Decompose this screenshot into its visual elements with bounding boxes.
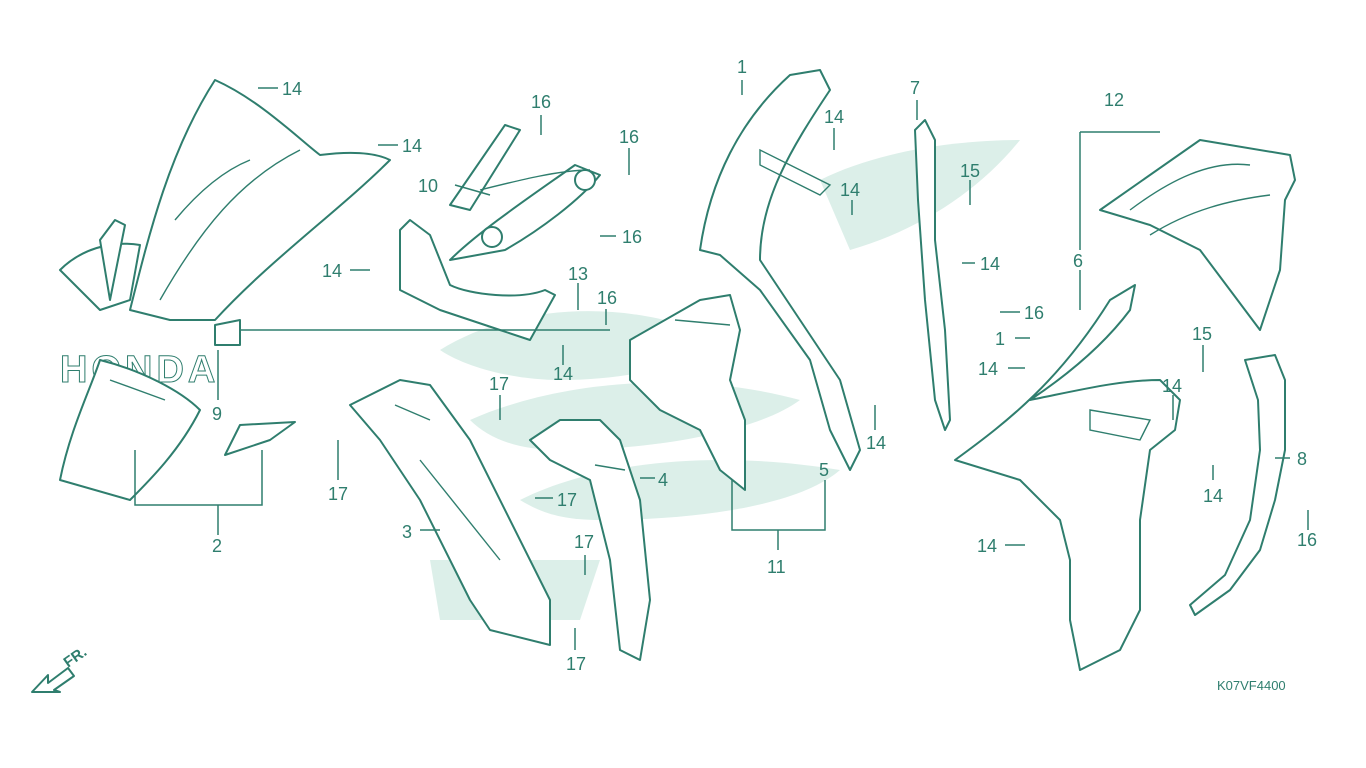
vertical-stay-part [914,119,951,431]
callout-label: 17 [566,654,586,674]
callout-label: 14 [282,79,302,99]
inner-top-bracket-part [399,124,601,341]
upper-cowl-part: HONDA [59,79,391,501]
callout-label: 13 [568,264,588,284]
callout-label: 16 [622,227,642,247]
callout-label: 5 [819,460,829,480]
callout-label: 1 [737,57,747,77]
callout-label: 8 [1297,449,1307,469]
middle-cowl-right-part [529,419,651,661]
drawing-code: K07VF4400 [1217,678,1286,693]
leader-lines [134,80,1309,650]
callout-label: 12 [1104,90,1124,110]
callout-label: 14 [980,254,1000,274]
callout-label: 16 [531,92,551,112]
main-side-cowl-part [954,284,1181,671]
callout-label: 17 [574,532,594,552]
callout-label: 16 [1297,530,1317,550]
callout-label: 14 [840,180,860,200]
callout-label: 3 [402,522,412,542]
callout-numbers: 14 14 14 17 9 2 16 16 10 16 13 16 14 17 … [212,57,1317,674]
callout-label: 2 [212,536,222,556]
callout-label: 14 [977,536,997,556]
middle-cowl-left-part [349,379,551,646]
callout-label: 14 [402,136,422,156]
callout-label: 7 [910,78,920,98]
front-direction-arrow-icon: FR. [31,643,91,693]
callout-label: 16 [1024,303,1044,323]
callout-label: 11 [767,557,786,577]
callout-label: 10 [418,176,438,196]
callout-label: 14 [978,359,998,379]
callout-label: 14 [322,261,342,281]
callout-label: 17 [328,484,348,504]
callout-label: 15 [1192,324,1212,344]
callout-label: 4 [658,470,668,490]
callout-label: 14 [1162,376,1182,396]
upper-side-cover-part [1099,139,1296,331]
side-bracket-left-part [699,69,861,471]
callout-label: 16 [619,127,639,147]
callout-label: 9 [212,404,222,424]
callout-label: 14 [866,433,886,453]
side-trim-part [1189,354,1286,616]
front-direction-label: FR. [61,643,91,671]
inner-panel-part [629,294,746,491]
callout-label: 17 [489,374,509,394]
callout-label: 14 [824,107,844,127]
callout-label: 6 [1073,251,1083,271]
callout-label: 15 [960,161,980,181]
callout-label: 14 [1203,486,1223,506]
callout-label: 17 [557,490,577,510]
callout-label: 1 [995,329,1005,349]
callout-label: 14 [553,364,573,384]
callout-label: 16 [597,288,617,308]
